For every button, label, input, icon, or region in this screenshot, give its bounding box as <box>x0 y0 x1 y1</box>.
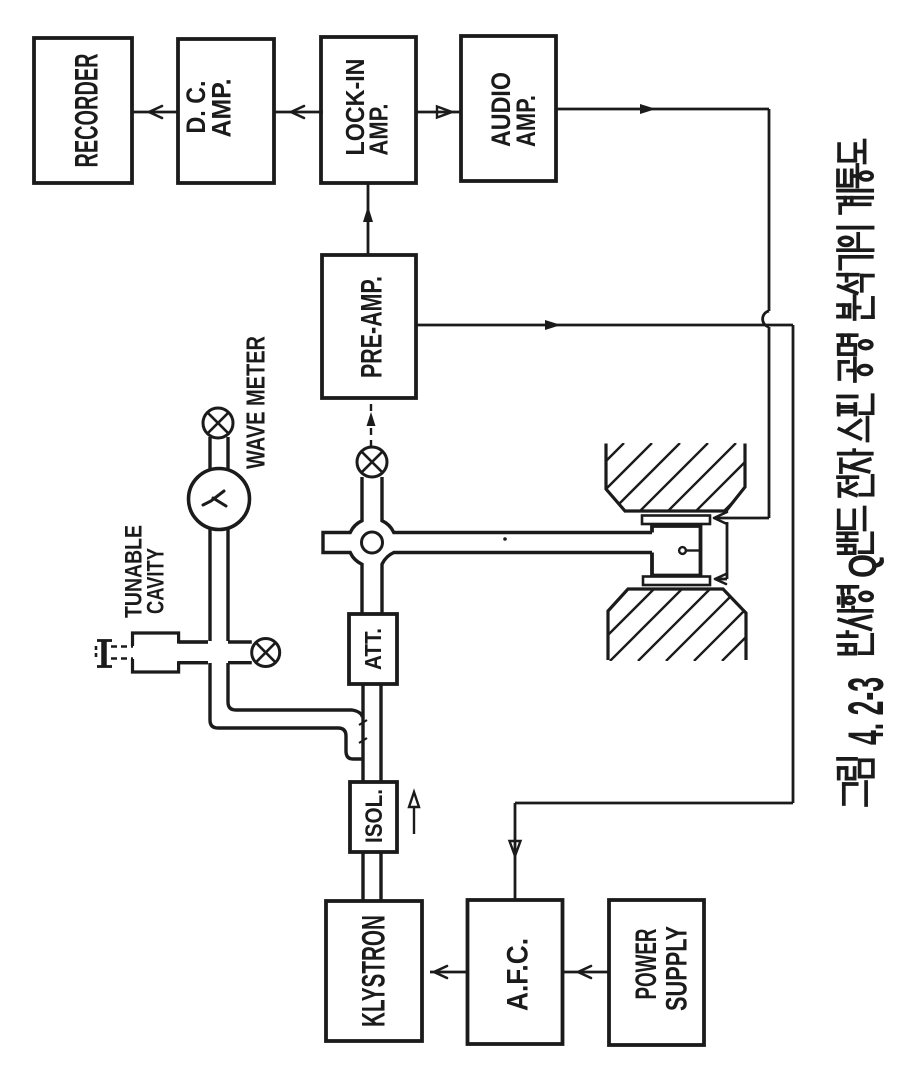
svg-text:SUPPLY: SUPPLY <box>661 926 694 1011</box>
svg-text:LOCK-IN: LOCK-IN <box>340 59 370 156</box>
svg-text:AMP.: AMP. <box>364 104 394 156</box>
svg-text:4. 2-3: 4. 2-3 <box>838 677 894 745</box>
svg-text:A.F.C.: A.F.C. <box>502 938 535 1011</box>
svg-text:ISOL.: ISOL. <box>361 789 388 843</box>
svg-text:CAVITY: CAVITY <box>143 548 170 614</box>
svg-text:AMP.: AMP. <box>207 79 237 138</box>
svg-text:AUDIO: AUDIO <box>486 72 516 147</box>
svg-text:TUNABLE: TUNABLE <box>121 525 148 618</box>
svg-text:POWER: POWER <box>630 928 663 999</box>
svg-text:WAVE METER: WAVE METER <box>243 336 271 469</box>
svg-text:D. C.: D. C. <box>181 81 211 134</box>
svg-text:RECORDER: RECORDER <box>69 54 105 168</box>
svg-text:AMP.: AMP. <box>511 95 541 147</box>
svg-text:Q: Q <box>841 554 885 578</box>
svg-text:PRE-AMP.: PRE-AMP. <box>356 276 389 378</box>
svg-text:ATT.: ATT. <box>360 628 386 670</box>
svg-text:KLYSTRON: KLYSTRON <box>356 915 392 1027</box>
